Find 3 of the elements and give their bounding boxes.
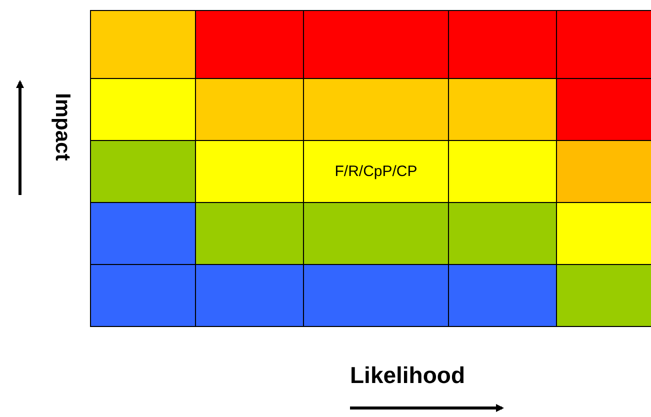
axis-label: Likelihood [350,362,465,389]
cell-label: F/R/CpP/CP [334,163,418,180]
axis-label: Impact [50,93,74,161]
